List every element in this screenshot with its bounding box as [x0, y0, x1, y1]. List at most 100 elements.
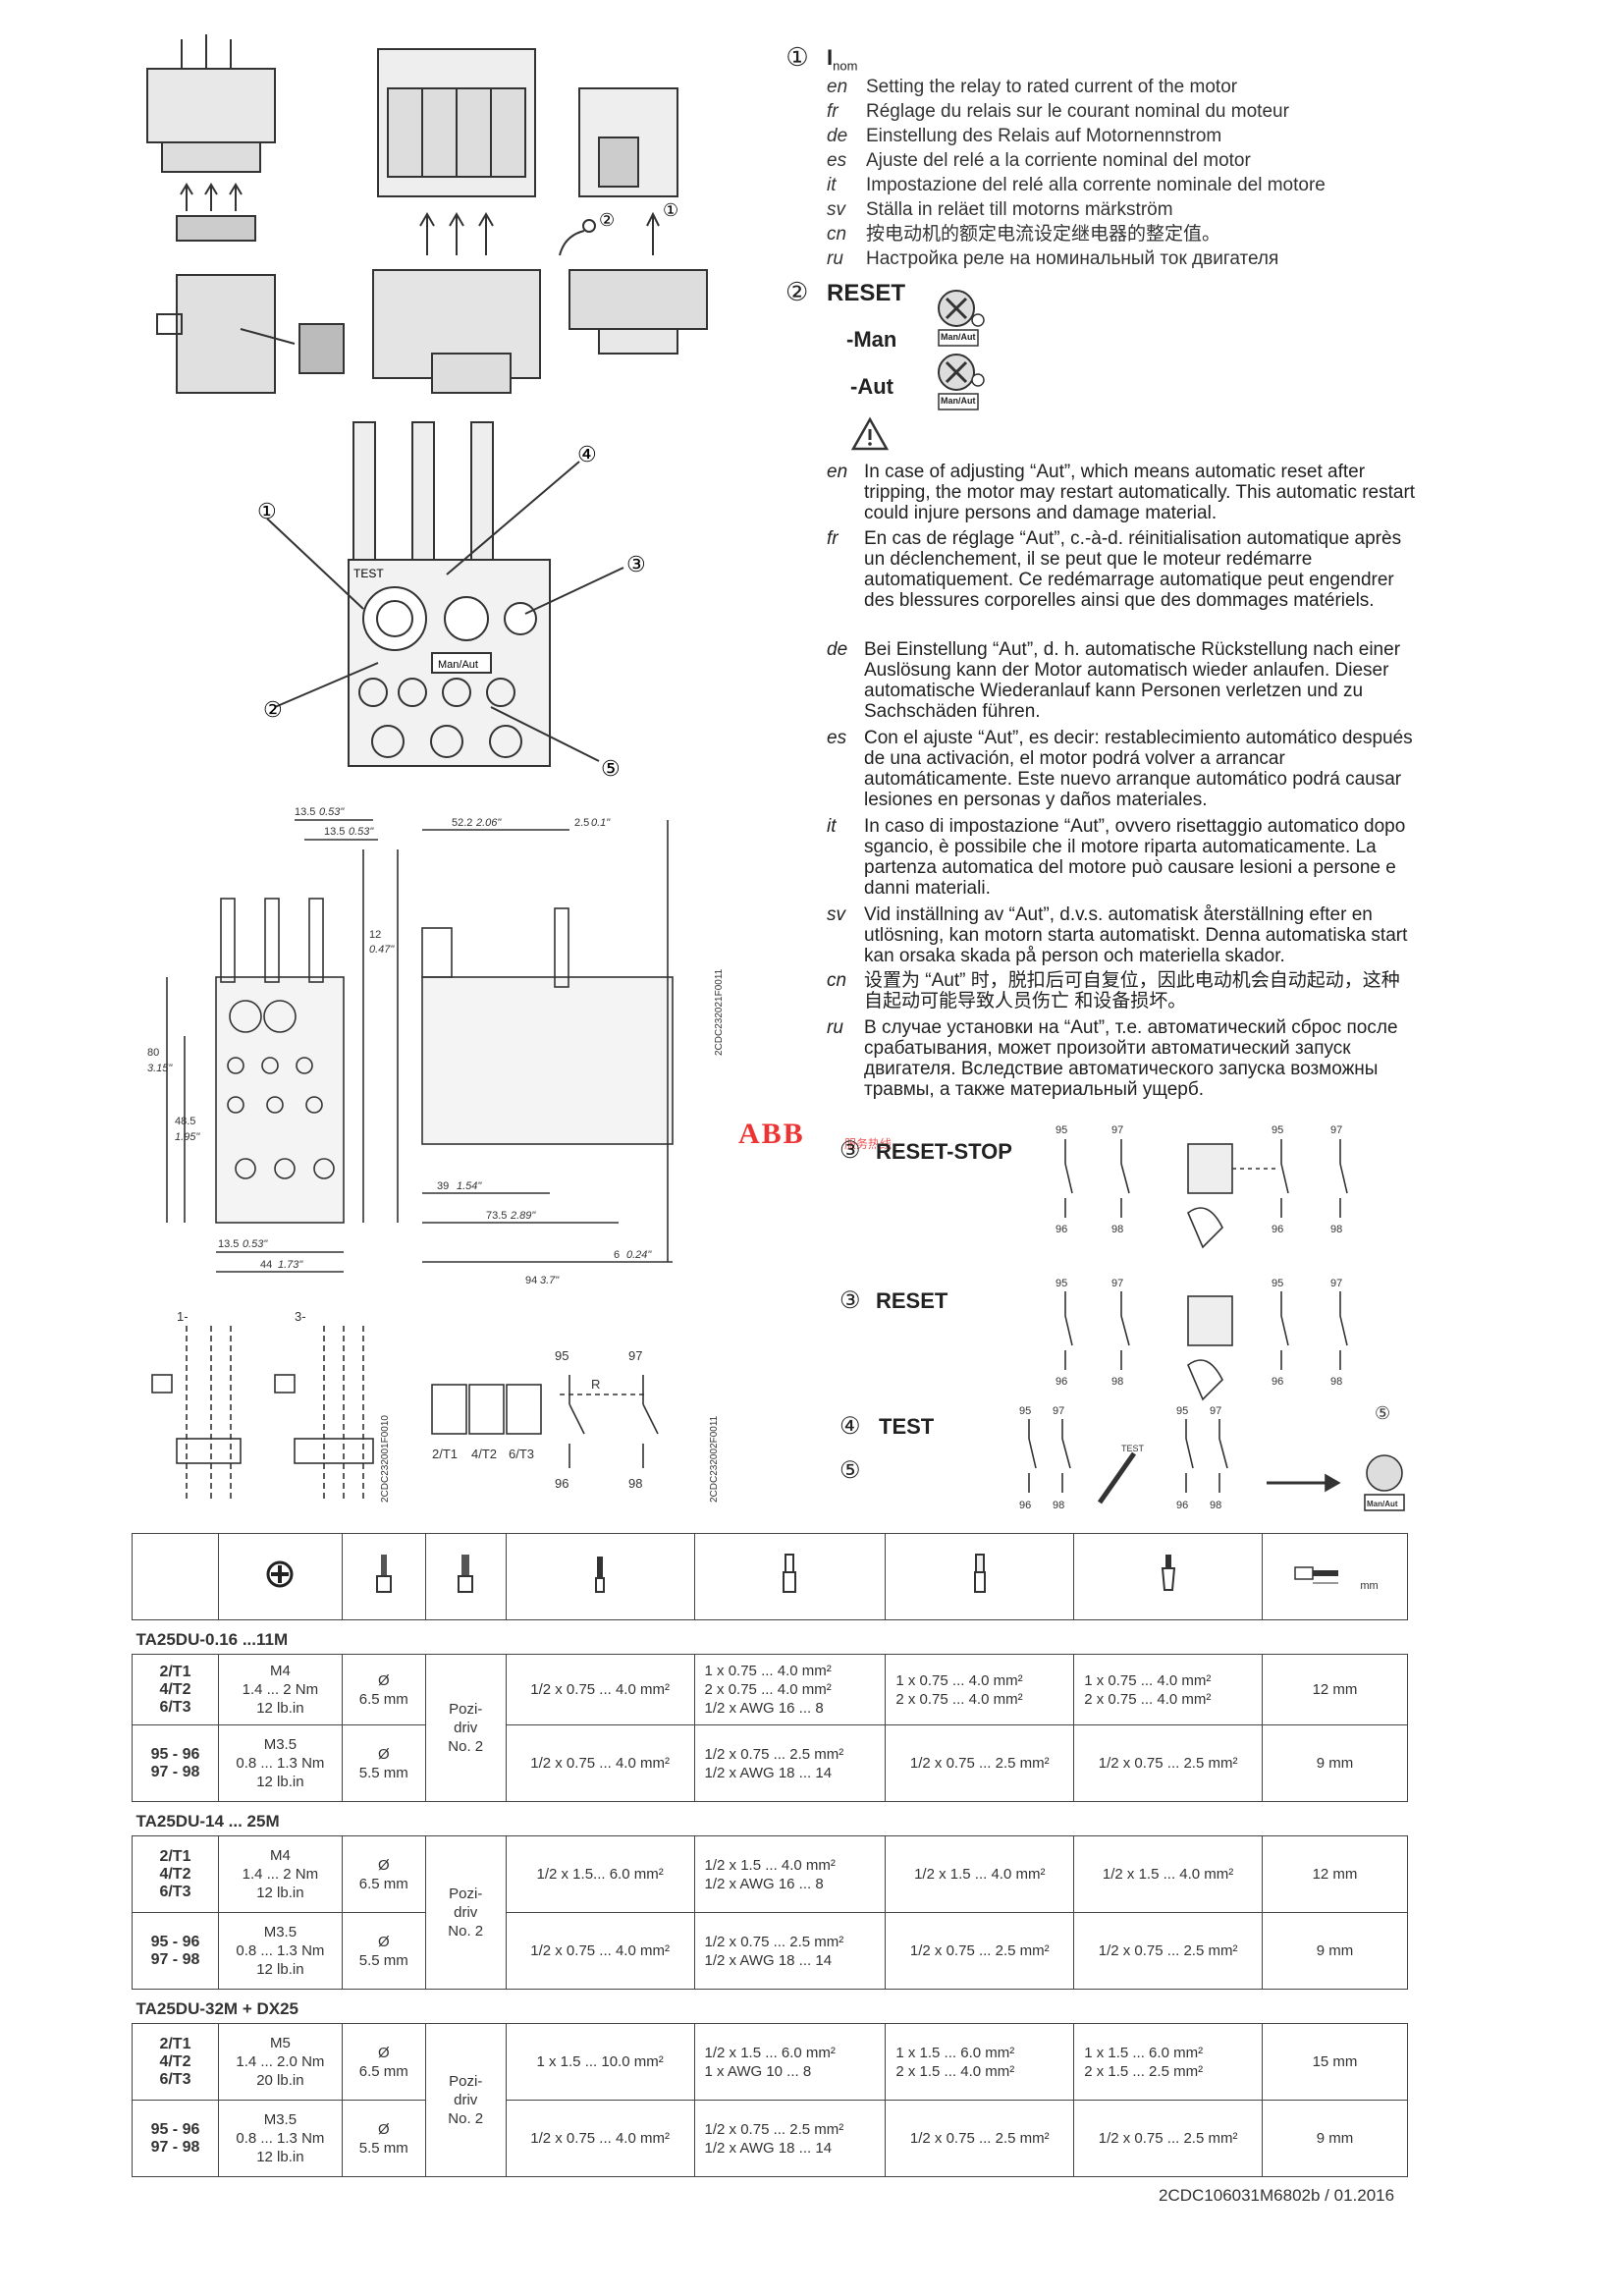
cell-term: 6/T3 [159, 1698, 191, 1716]
c3b-96: 96 [1176, 1500, 1188, 1511]
five-number: ⑤ [839, 1457, 861, 1484]
cell-term: 97 - 98 [150, 1950, 200, 1968]
header-blank [132, 1533, 219, 1620]
cell-c4: 1/2 x 0.75 ... 2.5 mm² [1073, 1724, 1264, 1802]
assembly-drawings: ② ① [146, 34, 708, 394]
reset2-label: RESET [876, 1288, 948, 1313]
dim-2: 13.5 [324, 826, 345, 838]
cell-c2: 1/2 x 1.5 ... 6.0 mm² [704, 2044, 836, 2061]
cell-c4: 1/2 x 1.5 ... 4.0 mm² [1073, 1835, 1264, 1913]
test-button-label: TEST [1121, 1444, 1145, 1453]
cell-c1: 1/2 x 1.5... 6.0 mm² [505, 1835, 695, 1913]
c2b-98: 98 [1330, 1376, 1342, 1388]
cell-c2: 1/2 x 0.75 ... 2.5 mm² [704, 1933, 844, 1950]
reset-stop-number: ③ [839, 1137, 861, 1164]
test-label: TEST [879, 1414, 935, 1439]
c2b-97: 97 [1330, 1278, 1342, 1289]
cell-dia: Ø [377, 2044, 390, 2061]
callout-5: ⑤ [601, 756, 621, 781]
cell-torque: 1.4 ... 2 Nm [242, 1681, 319, 1698]
reset-number: ② [785, 277, 809, 306]
dim-4-in: 0.1" [591, 817, 611, 829]
dim-11: 44 [260, 1259, 272, 1271]
schem-1: 1- [177, 1309, 189, 1324]
schem-t3: 6/T3 [509, 1447, 534, 1461]
cell-c2: 1/2 x AWG 16 ... 8 [704, 1875, 824, 1892]
dim-9-in: 2.89" [510, 1210, 536, 1222]
dim-8-in: 1.54" [457, 1180, 482, 1192]
c3-badge: Man/Aut [1367, 1500, 1398, 1508]
cell-c4: 2 x 0.75 ... 4.0 mm² [1084, 1690, 1212, 1708]
cell-torque: 12 lb.in [256, 1961, 304, 1978]
c3-97: 97 [1053, 1405, 1064, 1417]
c1b-96: 96 [1272, 1224, 1283, 1235]
cell-c3: 2 x 0.75 ... 4.0 mm² [895, 1690, 1023, 1708]
group-1-title: TA25DU-0.16 ...11M [132, 1619, 1408, 1655]
cell-dia: 5.5 mm [358, 1951, 408, 1969]
dim-13-in: 3.7" [540, 1275, 560, 1286]
wiring-spec-table: mm TA25DU-0.16 ...11M 2/T1 4/T2 6/T3 M4 1.4… [132, 1533, 1408, 2177]
man-aut-label: Man/Aut [438, 659, 478, 671]
relay-front-view: TEST Man/Aut ① ② ③ ④ ⑤ [257, 421, 646, 781]
cell-dia: 5.5 mm [358, 2139, 408, 2157]
cell-torque: 0.8 ... 1.3 Nm [236, 2130, 325, 2147]
cell-term: 6/T3 [159, 2070, 191, 2088]
dim-2-in: 0.53" [349, 826, 374, 838]
c1b-97: 97 [1330, 1124, 1342, 1136]
cell-c1: 1/2 x 0.75 ... 4.0 mm² [505, 1724, 695, 1802]
watermark-text: 服务热线 [844, 1137, 893, 1151]
cell-torque: M4 [269, 1663, 291, 1679]
cell-strip: 9 mm [1262, 1724, 1408, 1802]
c3b-95: 95 [1176, 1405, 1188, 1417]
cell-torque: M4 [269, 1847, 291, 1864]
strip-mm-label: mm [1360, 1580, 1379, 1592]
flexible-wire-icon [693, 1533, 887, 1620]
cell-dia: 6.5 mm [358, 1690, 408, 1708]
group-2-title: TA25DU-14 ... 25M [132, 1801, 1408, 1836]
cell-term: 2/T1 [159, 1663, 191, 1680]
cell-driv: driv [454, 1720, 478, 1736]
dim-10: 13.5 [218, 1238, 239, 1250]
pozidriv-screwdriver-icon [424, 1533, 507, 1620]
cell-torque: M3.5 [263, 2111, 298, 2128]
dim-12-in: 0.24" [626, 1249, 652, 1261]
dim-6-in: 3.15" [147, 1063, 173, 1074]
cell-c4: 1 x 0.75 ... 4.0 mm² [1084, 1671, 1212, 1689]
cell-dia: 6.5 mm [358, 1875, 408, 1892]
contact-diagrams: 95 97 96 98 95 97 96 98 95 97 96 98 95 9… [1019, 1124, 1405, 1511]
footer-code: 2CDC106031M6802b / 01.2016 [1159, 2186, 1395, 2205]
cell-c2: 1/2 x AWG 18 ... 14 [704, 2139, 833, 2157]
dim-4: 2.5 [574, 817, 589, 829]
cell-term: 4/T2 [159, 1865, 191, 1883]
c2-96: 96 [1056, 1376, 1067, 1388]
cell-torque: 1.4 ... 2 Nm [242, 1866, 319, 1883]
cell-c4: 1/2 x 0.75 ... 2.5 mm² [1073, 1912, 1264, 1990]
c2-97: 97 [1111, 1278, 1123, 1289]
wiring-schematics: 1- 3- 2/T1 4/T2 6/T3 95 97 96 98 R 2CDC2… [151, 1309, 720, 1503]
callout-4: ④ [577, 442, 597, 466]
c3b-97: 97 [1210, 1405, 1221, 1417]
cell-dia: 5.5 mm [358, 1764, 408, 1781]
cell-torque: 12 lb.in [256, 1885, 304, 1901]
cell-driv: Pozi- [449, 1886, 483, 1902]
cell-term: 95 - 96 [150, 2120, 200, 2138]
cell-dia: Ø [377, 1745, 390, 1763]
cell-torque: 1.4 ... 2.0 Nm [236, 2053, 325, 2070]
callout-1: ① [257, 499, 277, 523]
test-label: TEST [353, 567, 384, 580]
strip-length-icon: mm [1262, 1533, 1408, 1620]
cell-c2: 1 x AWG 10 ... 8 [704, 2062, 812, 2080]
c2-95: 95 [1056, 1278, 1067, 1289]
group-2-title-row: TA25DU-14 ... 25M [132, 1801, 1408, 1836]
test-number: ④ [839, 1413, 861, 1440]
cell-term: 2/T1 [159, 2035, 191, 2052]
cell-c1: 1/2 x 0.75 ... 4.0 mm² [505, 1912, 695, 1990]
